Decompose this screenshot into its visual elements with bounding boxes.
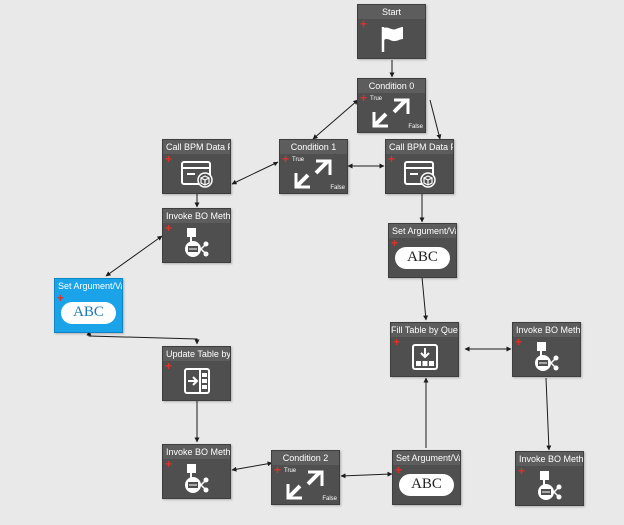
business-object-icon xyxy=(513,337,580,376)
connector-condition-0-to-condition-1 xyxy=(312,99,359,140)
connector-set-arg-2-to-fill-table xyxy=(421,276,429,321)
node-title: Fill Table by Query xyxy=(391,323,458,337)
add-icon[interactable]: + xyxy=(360,17,368,31)
node-title: Update Table by Q xyxy=(163,347,230,361)
add-icon[interactable]: + xyxy=(518,464,526,478)
node-title: Start xyxy=(358,5,425,19)
fill-table-icon xyxy=(391,337,458,376)
invoke-bo-method-node-3[interactable]: Invoke BO Method + xyxy=(162,444,231,499)
condition-1-node[interactable]: Condition 1 + True False xyxy=(279,139,348,194)
fill-table-by-query-node[interactable]: Fill Table by Query + xyxy=(390,322,459,377)
true-branch-label: True xyxy=(370,96,383,102)
node-title: Invoke BO Method xyxy=(163,445,230,459)
abc-variable-icon: ABC xyxy=(55,293,122,332)
form-cube-icon xyxy=(163,154,230,193)
invoke-bo-method-node-1[interactable]: Invoke BO Method + xyxy=(162,208,231,263)
start-node[interactable]: Start + xyxy=(357,4,426,59)
add-icon[interactable]: + xyxy=(282,152,290,166)
set-argument-variable-node-1[interactable]: Set Argument/Vari + ABC xyxy=(54,278,123,333)
business-object-icon xyxy=(163,459,230,498)
abc-variable-icon: ABC xyxy=(393,465,460,504)
add-icon[interactable]: + xyxy=(393,335,401,349)
node-title: Condition 2 xyxy=(272,451,339,465)
add-icon[interactable]: + xyxy=(165,359,173,373)
node-title: Condition 1 xyxy=(280,140,347,154)
condition-2-node[interactable]: Condition 2 + True False xyxy=(271,450,340,505)
false-branch-label: False xyxy=(408,124,423,130)
connector-invoke-bo-1-to-set-arg-1 xyxy=(105,235,163,277)
invoke-bo-method-node-4[interactable]: Invoke BO Method + xyxy=(515,451,584,506)
add-icon[interactable]: + xyxy=(165,152,173,166)
true-branch-label: True xyxy=(292,157,305,163)
call-bpm-data-form-node-2[interactable]: Call BPM Data Forr + xyxy=(385,139,454,194)
add-icon[interactable]: + xyxy=(57,291,65,305)
node-title: Set Argument/Vari xyxy=(55,279,122,293)
false-branch-label: False xyxy=(330,185,345,191)
connector-condition-0-to-call-bpm-2 xyxy=(429,99,442,140)
node-title: Invoke BO Method xyxy=(513,323,580,337)
connector-invoke-bo-2-to-invoke-bo-4 xyxy=(545,377,552,451)
node-title: Call BPM Data Forr xyxy=(386,140,453,154)
set-argument-variable-node-2[interactable]: Set Argument/Vari + ABC xyxy=(388,223,457,278)
business-object-icon xyxy=(516,466,583,505)
update-table-by-query-node[interactable]: Update Table by Q + xyxy=(162,346,231,401)
condition-0-node[interactable]: Condition 0 + True False xyxy=(357,78,426,133)
node-title: Invoke BO Method xyxy=(516,452,583,466)
set-argument-variable-node-3[interactable]: Set Argument/Vari + ABC xyxy=(392,450,461,505)
add-icon[interactable]: + xyxy=(395,463,403,477)
add-icon[interactable]: + xyxy=(515,335,523,349)
add-icon[interactable]: + xyxy=(165,457,173,471)
node-title: Set Argument/Vari xyxy=(389,224,456,238)
add-icon[interactable]: + xyxy=(391,236,399,250)
business-object-icon xyxy=(163,223,230,262)
branch-arrows-icon xyxy=(280,154,347,193)
add-icon[interactable]: + xyxy=(388,152,396,166)
node-title: Invoke BO Method xyxy=(163,209,230,223)
update-table-icon xyxy=(163,361,230,400)
true-branch-label: True xyxy=(284,468,297,474)
invoke-bo-method-node-2[interactable]: Invoke BO Method + xyxy=(512,322,581,377)
node-title: Condition 0 xyxy=(358,79,425,93)
branch-arrows-icon xyxy=(358,93,425,132)
false-branch-label: False xyxy=(322,496,337,502)
connector-condition-2-to-set-arg-3 xyxy=(340,471,393,479)
add-icon[interactable]: + xyxy=(274,463,282,477)
add-icon[interactable]: + xyxy=(165,221,173,235)
node-title: Set Argument/Vari xyxy=(393,451,460,465)
form-cube-icon xyxy=(386,154,453,193)
connector-condition-1-to-call-bpm-1 xyxy=(231,161,279,185)
call-bpm-data-form-node-1[interactable]: Call BPM Data Forr + xyxy=(162,139,231,194)
connector-invoke-bo-3-to-condition-2 xyxy=(231,461,273,472)
branch-arrows-icon xyxy=(272,465,339,504)
flag-icon xyxy=(358,19,425,58)
node-title: Call BPM Data Forr xyxy=(163,140,230,154)
add-icon[interactable]: + xyxy=(360,91,368,105)
abc-variable-icon: ABC xyxy=(389,238,456,277)
